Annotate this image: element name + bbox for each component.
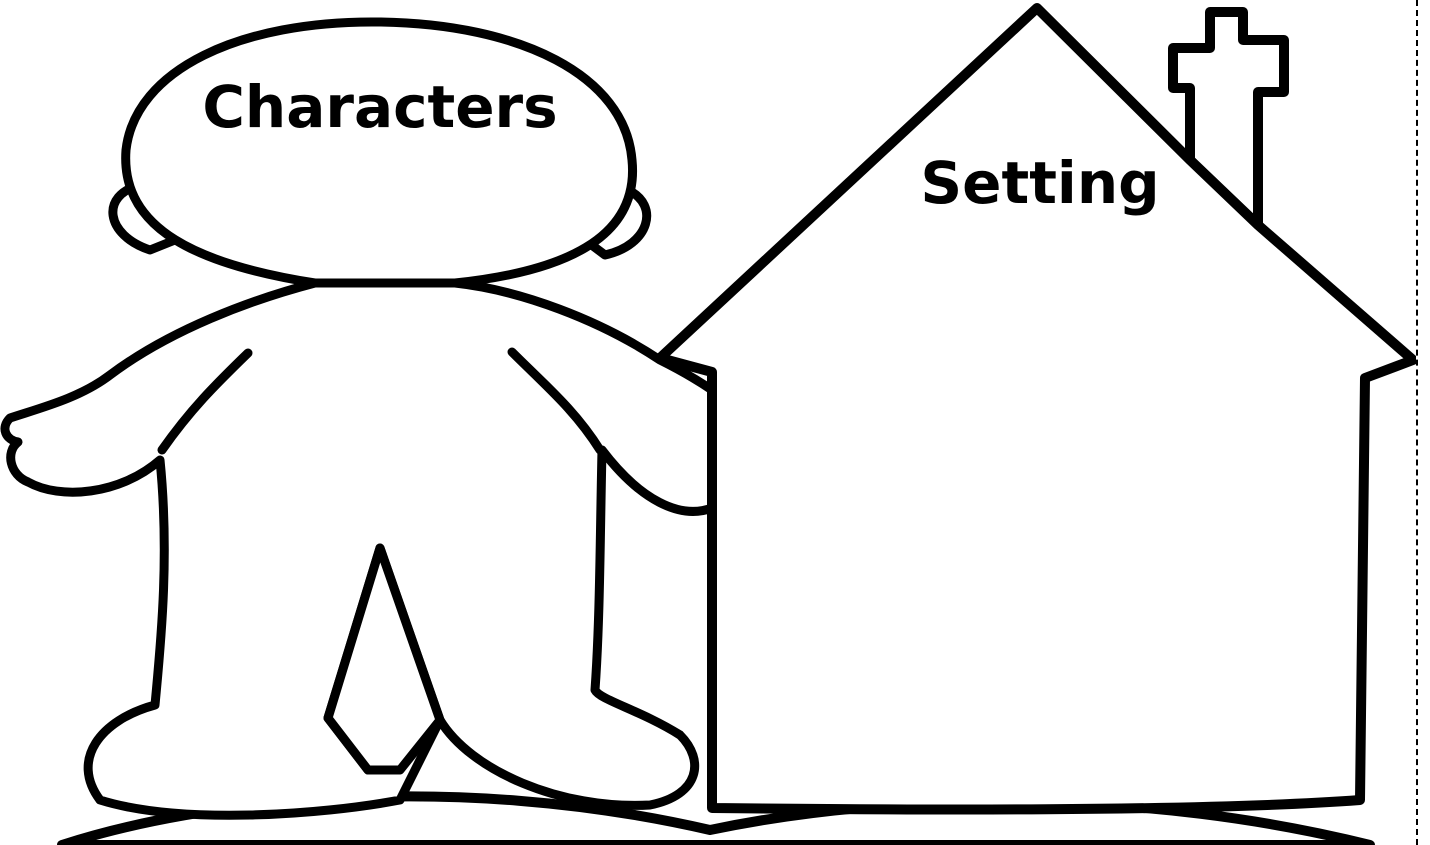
page-edge-divider — [1416, 0, 1430, 845]
characters-label: Characters — [202, 73, 557, 141]
house-outline — [660, 8, 1413, 810]
character-head — [126, 22, 633, 283]
setting-label: Setting — [920, 149, 1159, 217]
